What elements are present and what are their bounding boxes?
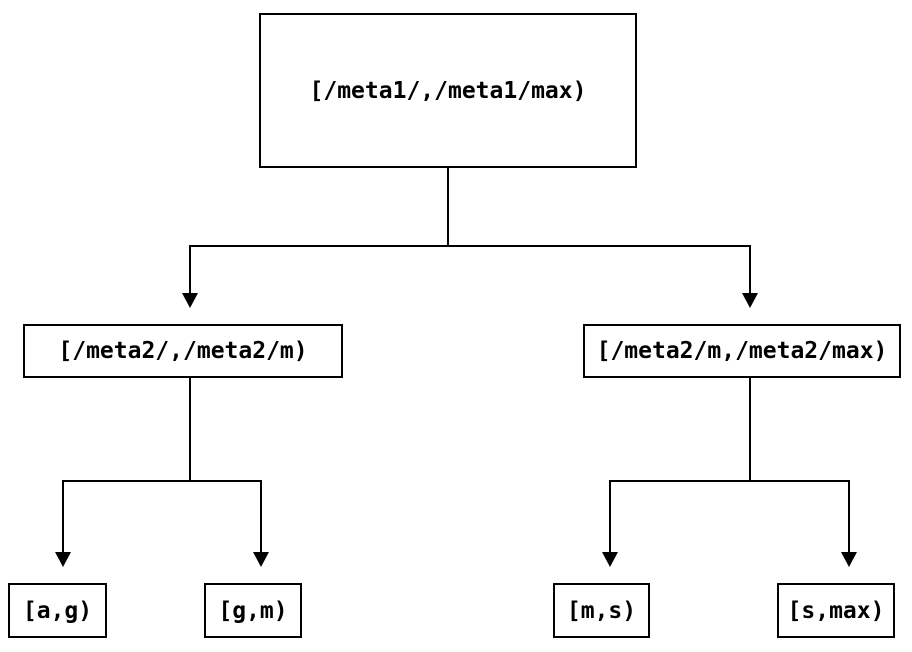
arrowhead-down-icon: [742, 293, 758, 308]
edge-level1-bus: [189, 245, 751, 294]
arrowhead-down-icon: [602, 552, 618, 567]
arrowhead-down-icon: [841, 552, 857, 567]
tree-node-meta2-right: [/meta2/m,/meta2/max): [583, 324, 901, 378]
edge-right-bus: [609, 480, 850, 553]
tree-leaf-g-m: [g,m): [204, 583, 302, 638]
tree-node-meta2-left: [/meta2/,/meta2/m): [23, 324, 343, 378]
edge-left-bus: [62, 480, 262, 553]
arrowhead-down-icon: [182, 293, 198, 308]
tree-leaf-s-max: [s,max): [777, 583, 895, 638]
arrowhead-down-icon: [55, 552, 71, 567]
tree-leaf-m-s: [m,s): [553, 583, 650, 638]
tree-node-root: [/meta1/,/meta1/max): [259, 13, 637, 168]
arrowhead-down-icon: [253, 552, 269, 567]
tree-leaf-a-g: [a,g): [8, 583, 107, 638]
